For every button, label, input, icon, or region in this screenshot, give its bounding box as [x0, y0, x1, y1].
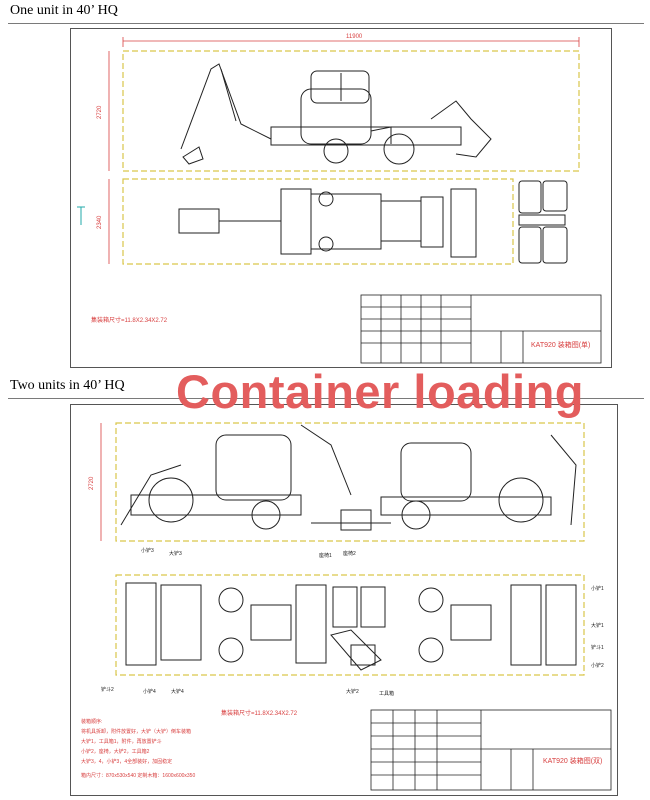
backhoe-top-view [178, 188, 477, 258]
divider [8, 23, 644, 24]
container-size-note: 集装箱尺寸=11.8X2.34X2.72 [91, 316, 168, 324]
backhoe-top-view-pair [125, 582, 577, 671]
label-big-bucket-3: 大铲3 [169, 550, 182, 557]
label-shovel-2: 铲斗2 [101, 686, 114, 693]
title-block-2 [370, 709, 612, 791]
label-shovel-1: 铲斗1 [591, 644, 604, 651]
cad-drawing-two-units: 2720 [81, 422, 612, 791]
title-block [360, 294, 602, 364]
label-seat-1: 座椅1 [319, 552, 332, 559]
label-big-bucket-2: 大铲2 [346, 688, 359, 695]
label-small-bucket-2: 小铲2 [591, 662, 604, 669]
note-line: 小铲2，座椅，大铲2，工具箱2 [81, 748, 150, 755]
note-line: 将机具拆卸，附件放置好，大铲（大铲）倒车装箱 [81, 728, 191, 735]
backhoe-side-view-1 [120, 424, 352, 530]
backhoe-side-view [180, 63, 492, 165]
label-toolbox: 工具箱 [379, 690, 394, 697]
part-labels: 小铲3 大铲3 座椅1 座椅2 小铲1 大铲1 铲斗1 小铲2 铲斗2 小铲4 … [101, 547, 604, 697]
title-block-name: KAT920 装箱图(单) [531, 340, 590, 349]
dim-width: 2340 [97, 215, 103, 229]
parts-side-view [311, 509, 391, 531]
cad-drawing-one-unit: 11900 2720 2340 [77, 34, 602, 364]
container-loading-headline: Container loading [176, 365, 584, 418]
note-line: 大铲1，工具箱1，附件，再放置铲斗 [81, 738, 162, 745]
label-small-bucket-3: 小铲3 [141, 547, 154, 554]
dims-note: 箱内尺寸：870x530x540 定制木箱：1600x600x350 [81, 772, 195, 779]
note-line: 大铲3，4，小铲3，4全部装好，加固稳定 [81, 758, 172, 765]
label-seat-2: 座椅2 [343, 550, 356, 557]
container-size-note-2: 集装箱尺寸=11.8X2.34X2.72 [221, 709, 298, 717]
title-block-name-2: KAT920 装箱图(双) [543, 756, 602, 765]
dim-height-2: 2720 [89, 476, 95, 490]
drawing-sheet-one-unit: 11900 2720 2340 [70, 28, 612, 368]
dim-length: 11900 [346, 34, 363, 40]
attachment-parts-view [518, 180, 568, 264]
section-title-one-unit: One unit in 40’ HQ [10, 3, 118, 18]
label-small-bucket-1: 小铲1 [591, 585, 604, 592]
backhoe-side-view-2 [380, 434, 577, 530]
misc-marker [77, 206, 85, 225]
drawing-sheet-two-units: 2720 [70, 404, 618, 796]
label-big-bucket-4: 大铲4 [171, 688, 184, 695]
loading-notes: 装箱顺序: 将机具拆卸，附件放置好，大铲（大铲）倒车装箱 大铲1，工具箱1，附件… [81, 718, 195, 779]
label-small-bucket-4: 小铲4 [143, 688, 156, 695]
dim-height: 2720 [97, 105, 103, 119]
notes-title: 装箱顺序: [81, 718, 102, 725]
label-big-bucket-1: 大铲1 [591, 622, 604, 629]
divider [8, 398, 644, 399]
section-title-two-units: Two units in 40’ HQ [10, 378, 125, 393]
